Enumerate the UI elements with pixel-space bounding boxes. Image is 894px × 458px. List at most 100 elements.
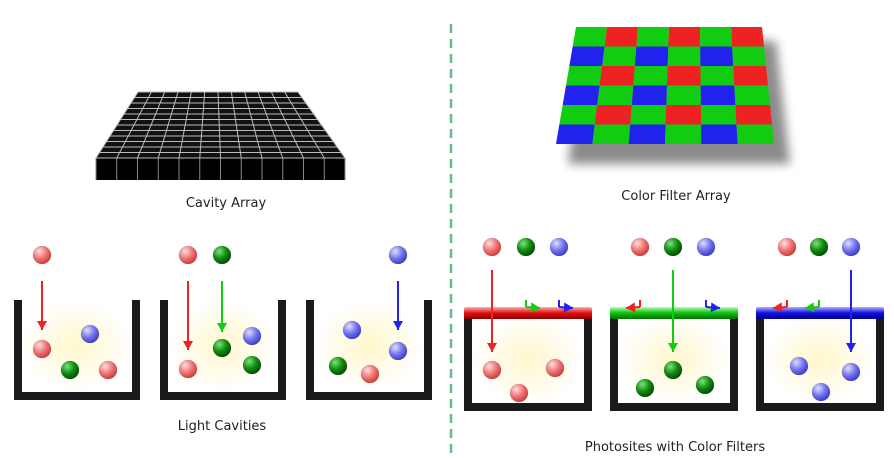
incoming-photon-red: [630, 237, 650, 257]
photon-red: [178, 359, 198, 379]
incoming-photon-red: [482, 237, 502, 257]
cavity-array: [95, 91, 346, 180]
photon-blue: [242, 326, 262, 346]
arrow-head: [773, 302, 783, 313]
cfa-cell-green: [633, 66, 668, 86]
reflected-arrow-green: [525, 300, 541, 313]
cfa-cell-green: [665, 124, 702, 144]
photon-blue: [841, 362, 861, 382]
cfa-cell-green: [572, 27, 607, 47]
photon-blue: [789, 356, 809, 376]
incoming-arrow-green: [217, 281, 227, 332]
photon-blue: [811, 382, 831, 402]
caption-light-cavities: Light Cavities: [177, 419, 267, 434]
photon-green: [242, 355, 262, 375]
photon-red: [32, 339, 52, 359]
photon-red: [98, 360, 118, 380]
incoming-arrow-red: [37, 281, 47, 330]
cfa-cell-green: [667, 46, 701, 66]
cfa-cell-blue: [701, 124, 738, 144]
passing-arrow-green: [668, 270, 678, 352]
incoming-photon-red: [32, 245, 52, 265]
incoming-photon-red: [777, 237, 797, 257]
cfa-cell-red: [733, 66, 768, 86]
arrow-head: [846, 343, 856, 352]
caption-photosites: Photosites with Color Filters: [584, 440, 766, 455]
caption-color-filter-array: Color Filter Array: [621, 189, 731, 204]
cfa-cell-green: [700, 105, 737, 125]
photon-blue: [342, 320, 362, 340]
photon-green: [212, 338, 232, 358]
arrow-head: [37, 321, 47, 330]
reflected-arrow-green: [804, 300, 820, 313]
cfa-cell-green: [597, 85, 634, 105]
color-filter-red: [464, 307, 592, 319]
cfa-cell-green: [666, 85, 701, 105]
passing-arrow-red: [487, 270, 497, 352]
photon-green: [328, 356, 348, 376]
arrow-head: [183, 341, 193, 350]
photon-green: [695, 375, 715, 395]
cfa-cell-green: [559, 105, 598, 125]
cfa-cell-red: [667, 66, 701, 86]
cfa-cell-red: [731, 27, 764, 47]
arrow-head: [626, 302, 636, 313]
reflected-arrow-red: [772, 300, 788, 313]
incoming-arrow-red: [183, 281, 193, 350]
cfa-cell-red: [599, 66, 635, 86]
cfa-cell-blue: [562, 85, 600, 105]
incoming-photon-green: [809, 237, 829, 257]
photosite-1: [464, 307, 592, 411]
incoming-photon-blue: [388, 245, 408, 265]
light-cavity-3: [306, 300, 432, 400]
reflected-arrow-red: [625, 300, 641, 313]
cfa-cell-red: [665, 105, 702, 125]
photon-red: [545, 358, 565, 378]
photosite-glow: [472, 316, 584, 403]
cfa-cell-green: [630, 105, 667, 125]
photon-green: [663, 360, 683, 380]
cfa-cell-green: [566, 66, 603, 86]
cfa-cell-blue: [569, 46, 605, 66]
incoming-photon-blue: [696, 237, 716, 257]
arrow-head: [563, 302, 573, 313]
cfa-cell-green: [700, 27, 733, 47]
photon-red: [360, 364, 380, 384]
arrow-head: [393, 321, 403, 330]
passing-arrow-blue: [846, 270, 856, 352]
incoming-photon-green: [516, 237, 536, 257]
cfa-cell-green: [636, 27, 669, 47]
cfa-cell-blue: [628, 124, 666, 144]
incoming-photon-green: [663, 237, 683, 257]
incoming-photon-blue: [549, 237, 569, 257]
color-filter-array: [556, 27, 790, 164]
cfa-cell-blue: [556, 124, 595, 144]
incoming-photon-red: [178, 245, 198, 265]
cfa-cell-green: [602, 46, 637, 66]
cfa-cell-red: [594, 105, 632, 125]
arrow-head: [805, 302, 815, 313]
cfa-cell-blue: [700, 46, 734, 66]
cfa-cell-green: [734, 85, 770, 105]
photon-blue: [388, 341, 408, 361]
reflected-arrow-blue: [558, 300, 574, 313]
cfa-cell-blue: [700, 85, 736, 105]
cfa-cell-green: [736, 124, 774, 144]
reflected-arrow-blue: [705, 300, 721, 313]
photon-red: [509, 383, 529, 403]
incoming-photon-green: [212, 245, 232, 265]
arrow-head: [487, 343, 497, 352]
incoming-arrow-blue: [393, 281, 403, 330]
photon-green: [60, 360, 80, 380]
incoming-photon-blue: [841, 237, 861, 257]
cfa-cell-green: [700, 66, 735, 86]
arrow-head: [668, 343, 678, 352]
photon-red: [482, 360, 502, 380]
caption-cavity-array: Cavity Array: [185, 196, 267, 211]
photon-blue: [80, 324, 100, 344]
cfa-cell-blue: [634, 46, 669, 66]
cfa-cell-red: [735, 105, 772, 125]
cfa-cell-green: [592, 124, 631, 144]
